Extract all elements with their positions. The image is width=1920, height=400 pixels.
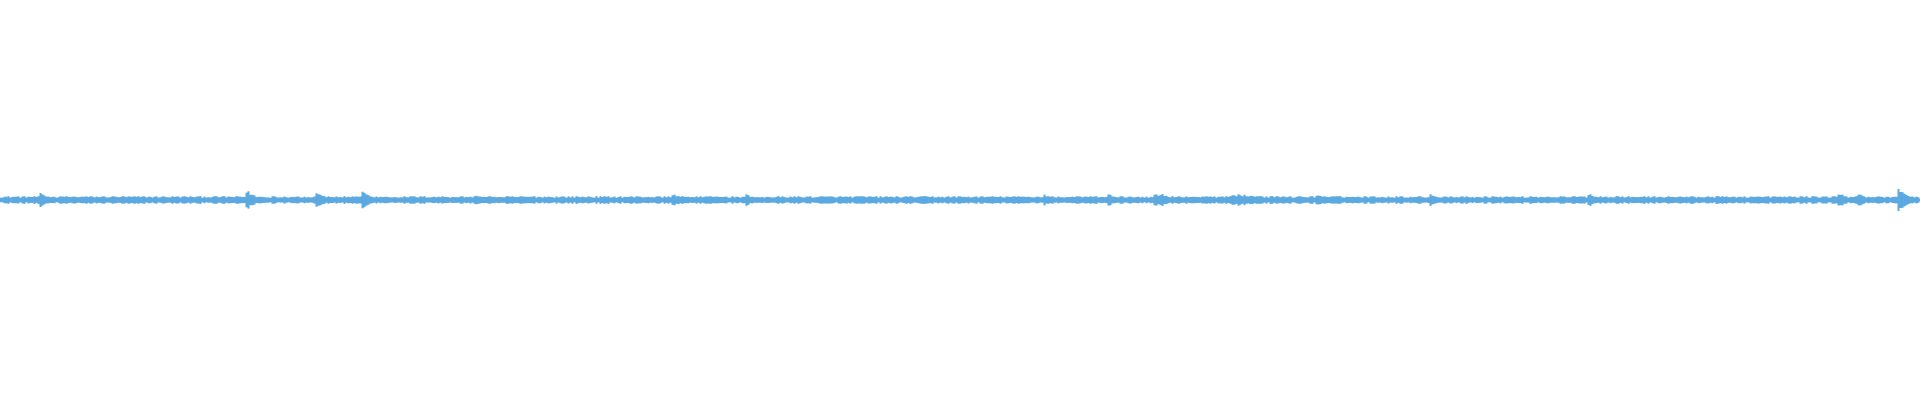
waveform-bars [0, 189, 1920, 211]
